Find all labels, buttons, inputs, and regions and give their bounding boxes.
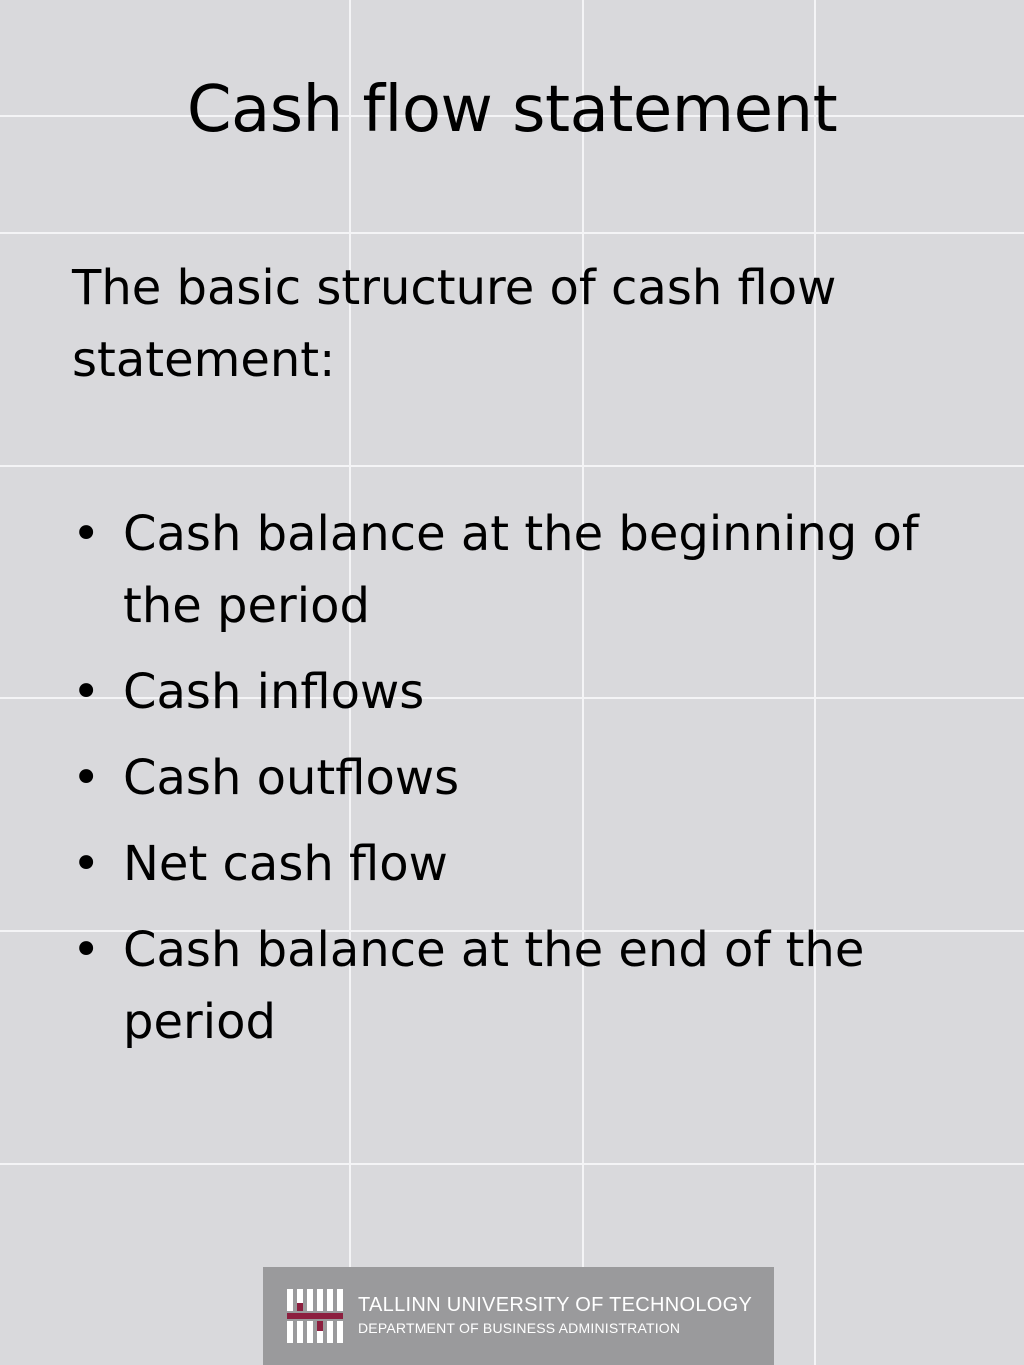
department-name: DEPARTMENT OF BUSINESS ADMINISTRATION	[358, 1320, 681, 1336]
bullet-list: • Cash balance at the beginning of the p…	[72, 498, 972, 1072]
grid-line	[0, 115, 1024, 117]
list-item-text: Net cash flow	[123, 836, 448, 892]
list-item-text: Cash outflows	[123, 750, 460, 806]
list-item: • Cash balance at the beginning of the p…	[72, 498, 972, 642]
grid-line	[582, 0, 584, 1365]
university-logo-icon	[287, 1289, 343, 1343]
bullet-icon: •	[72, 664, 101, 720]
list-item-text: Cash balance at the beginning of the per…	[123, 506, 919, 634]
list-item: • Cash inflows	[72, 656, 972, 728]
slide-title: Cash flow statement	[186, 73, 838, 147]
university-logo-banner: TALLINN UNIVERSITY OF TECHNOLOGY DEPARTM…	[263, 1267, 774, 1365]
bullet-icon: •	[72, 750, 101, 806]
list-item: • Net cash flow	[72, 828, 972, 900]
intro-text: The basic structure of cash flow stateme…	[72, 260, 837, 388]
bullet-icon: •	[72, 836, 101, 892]
list-item: • Cash outflows	[72, 742, 972, 814]
grid-line	[0, 232, 1024, 234]
institution-name: TALLINN UNIVERSITY OF TECHNOLOGY	[358, 1294, 753, 1316]
grid-line	[814, 0, 816, 1365]
grid-line	[349, 0, 351, 1365]
list-item-text: Cash inflows	[123, 664, 425, 720]
list-item-text: Cash balance at the end of the period	[123, 922, 865, 1050]
list-item: • Cash balance at the end of the period	[72, 914, 972, 1058]
grid-line	[0, 465, 1024, 467]
grid-line	[0, 697, 1024, 699]
bullet-icon: •	[72, 922, 101, 978]
grid-line	[0, 930, 1024, 932]
grid-line	[0, 1163, 1024, 1165]
bullet-icon: •	[72, 506, 101, 562]
